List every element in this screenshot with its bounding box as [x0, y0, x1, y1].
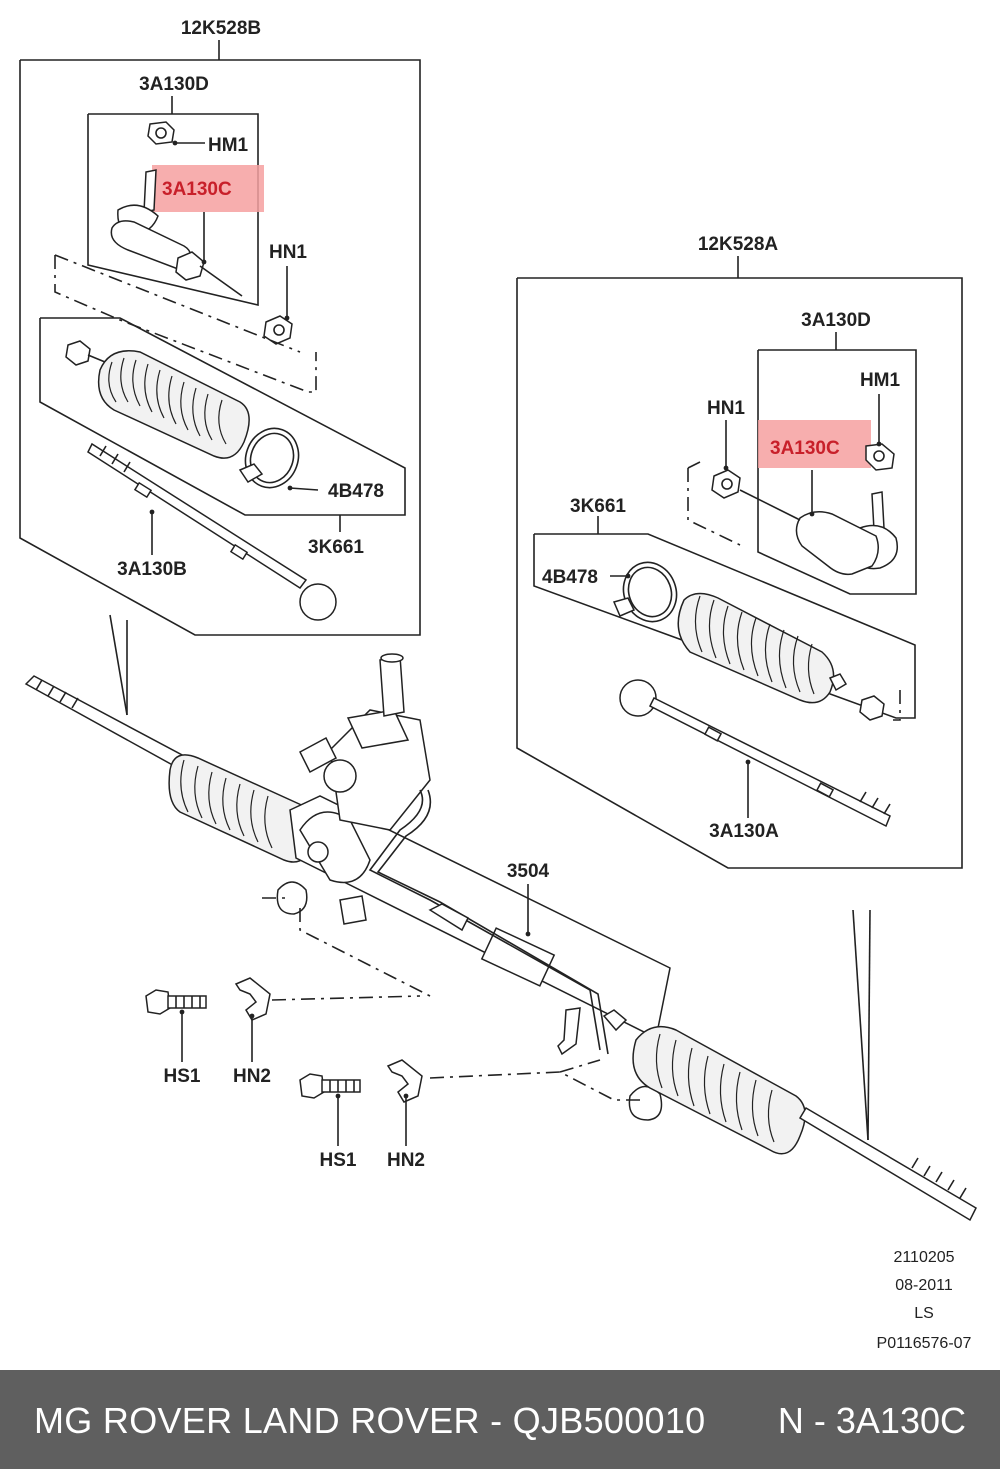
label-3a130a: 3A130A [709, 821, 779, 842]
bracket-hn2-a-icon [234, 977, 271, 1062]
label-hs1-a: HS1 [164, 1066, 201, 1087]
highlight-box-left [152, 165, 264, 212]
label-3k661-right: 3K661 [570, 496, 626, 517]
left-assembly [19, 40, 421, 636]
boot-left-icon [97, 350, 250, 459]
label-4b478-right: 4B478 [542, 567, 598, 588]
label-12k528b: 12K528B [181, 18, 261, 39]
tie-rod-end-right-icon [739, 470, 898, 576]
label-hn2-a: HN2 [233, 1066, 271, 1087]
label-3a130c-right: 3A130C [770, 438, 840, 459]
inner-tie-rod-right-icon [619, 679, 891, 828]
highlight-box-right [758, 420, 871, 468]
bracket-hn2-b-icon [386, 1059, 423, 1146]
tie-rod-end-left-icon [110, 169, 243, 297]
meta-line-3: LS [914, 1305, 934, 1322]
footer-bar: MG ROVER LAND ROVER - QJB500010 N - 3A13… [0, 1370, 1000, 1469]
nut-hn1-left-icon [263, 266, 293, 345]
label-3a130d-right: 3A130D [801, 310, 871, 331]
meta-line-4: P0116576-07 [877, 1335, 972, 1352]
label-hm1-left: HM1 [208, 135, 249, 156]
right-assembly [516, 256, 963, 869]
label-hm1-right: HM1 [860, 370, 901, 391]
label-3a130d-left: 3A130D [139, 74, 209, 95]
nut-hm1-right-icon [865, 394, 895, 471]
nut-hm1-left-icon [147, 121, 205, 146]
label-hn1-right: HN1 [707, 398, 745, 419]
bolt-hs1-a-icon [145, 989, 207, 1062]
label-3504: 3504 [507, 861, 550, 882]
bolt-hs1-b-icon [299, 1073, 361, 1146]
boot-right-icon [677, 592, 885, 721]
footer-part-title: MG ROVER LAND ROVER - QJB500010 [34, 1400, 706, 1441]
label-hn2-b: HN2 [387, 1150, 425, 1171]
label-3k661-left: 3K661 [308, 537, 364, 558]
label-3a130b: 3A130B [117, 559, 187, 580]
clamp-left-icon [238, 427, 319, 491]
footer-part-code: N - 3A130C [777, 1400, 966, 1441]
label-hs1-b: HS1 [320, 1150, 357, 1171]
meta-line-1: 2110205 [893, 1249, 954, 1266]
clamp-right-icon [610, 561, 678, 623]
nut-hn1-right-icon [711, 420, 741, 499]
steering-rack-icon [24, 653, 977, 1222]
label-hn1-left: HN1 [269, 242, 307, 263]
meta-line-2: 08-2011 [895, 1277, 953, 1294]
inner-tie-rod-left-icon [87, 442, 337, 621]
parts-diagram: 12K528B 3A130D HM1 3A130C HN1 4B478 3K66… [19, 18, 977, 1352]
label-4b478-left: 4B478 [328, 481, 384, 502]
label-12k528a: 12K528A [698, 234, 779, 255]
label-3a130c-left: 3A130C [162, 179, 232, 200]
